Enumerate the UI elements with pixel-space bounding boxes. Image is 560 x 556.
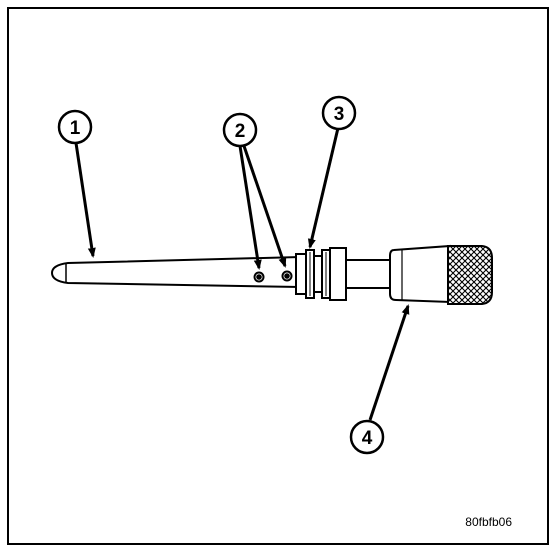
hole-1-inner	[256, 274, 262, 280]
side-holes	[253, 270, 293, 283]
figure-code: 80fbfb06	[465, 515, 512, 529]
leader-1	[74, 142, 96, 258]
hole-2-inner	[284, 273, 290, 279]
svg-text:1: 1	[70, 118, 81, 139]
svg-text:2: 2	[235, 121, 246, 142]
leader-3	[307, 127, 340, 249]
svg-text:4: 4	[362, 428, 373, 449]
seal-ring-area	[295, 247, 347, 301]
figure-border	[7, 7, 549, 545]
callout-4: 4	[349, 419, 385, 455]
tool-body	[50, 244, 493, 305]
callout-2: 2	[222, 112, 258, 148]
knurled-knob	[447, 245, 493, 305]
leader-lines	[74, 127, 410, 421]
leader-4	[368, 304, 410, 421]
handle-cylinder	[389, 244, 451, 304]
svg-text:3: 3	[334, 104, 345, 125]
leader-2a	[238, 145, 262, 270]
neck	[345, 259, 395, 289]
tapered-shaft	[50, 255, 301, 289]
callout-3: 3	[321, 95, 357, 131]
leader-2b	[242, 145, 287, 268]
callout-1: 1	[57, 109, 93, 145]
